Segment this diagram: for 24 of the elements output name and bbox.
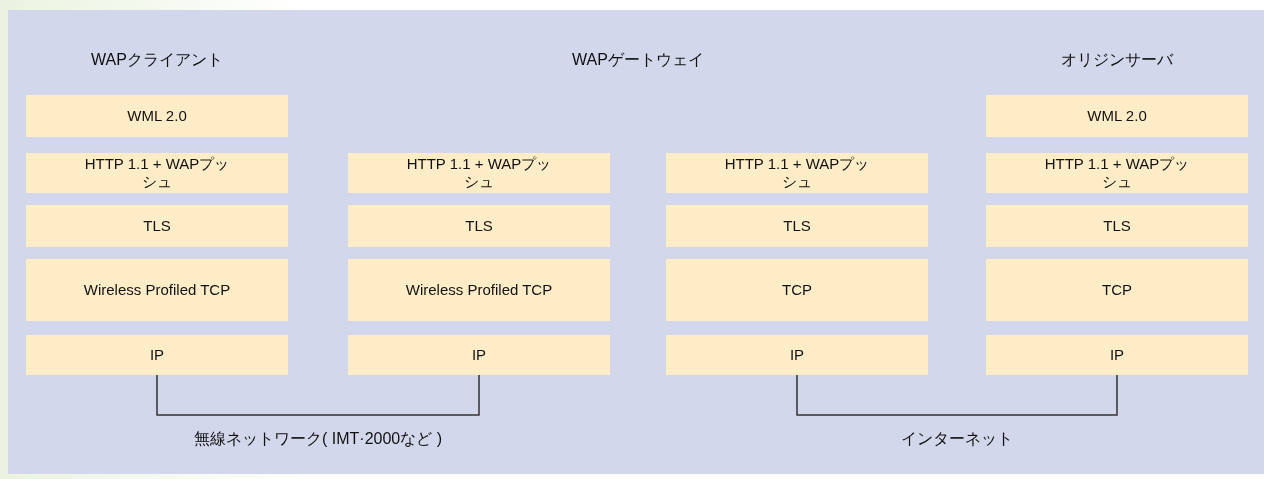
column-heading: オリジンサーバ bbox=[1061, 50, 1173, 70]
protocol-layer-box: IP bbox=[666, 335, 928, 375]
protocol-layer-box: TLS bbox=[666, 205, 928, 247]
protocol-layer-box: WML 2.0 bbox=[986, 95, 1248, 137]
protocol-layer-box: IP bbox=[26, 335, 288, 375]
protocol-layer-box: WML 2.0 bbox=[26, 95, 288, 137]
connector-line bbox=[156, 374, 480, 416]
protocol-layer-box: TLS bbox=[26, 205, 288, 247]
column-heading: WAPクライアント bbox=[91, 50, 223, 70]
protocol-layer-box: HTTP 1.1 + WAPプッシュ bbox=[26, 153, 288, 193]
protocol-layer-box: IP bbox=[986, 335, 1248, 375]
protocol-layer-box: Wireless Profiled TCP bbox=[348, 259, 610, 321]
protocol-layer-box: HTTP 1.1 + WAPプッシュ bbox=[348, 153, 610, 193]
protocol-layer-box: TCP bbox=[666, 259, 928, 321]
protocol-layer-box: TLS bbox=[348, 205, 610, 247]
protocol-layer-box: HTTP 1.1 + WAPプッシュ bbox=[986, 153, 1248, 193]
protocol-layer-box: Wireless Profiled TCP bbox=[26, 259, 288, 321]
column-heading: WAPゲートウェイ bbox=[572, 50, 704, 70]
connector-line bbox=[796, 374, 1118, 416]
protocol-layer-box: TCP bbox=[986, 259, 1248, 321]
edge-label: 無線ネットワーク( IMT·2000など ) bbox=[192, 429, 444, 450]
protocol-layer-box: TLS bbox=[986, 205, 1248, 247]
protocol-layer-box: IP bbox=[348, 335, 610, 375]
protocol-layer-box: HTTP 1.1 + WAPプッシュ bbox=[666, 153, 928, 193]
